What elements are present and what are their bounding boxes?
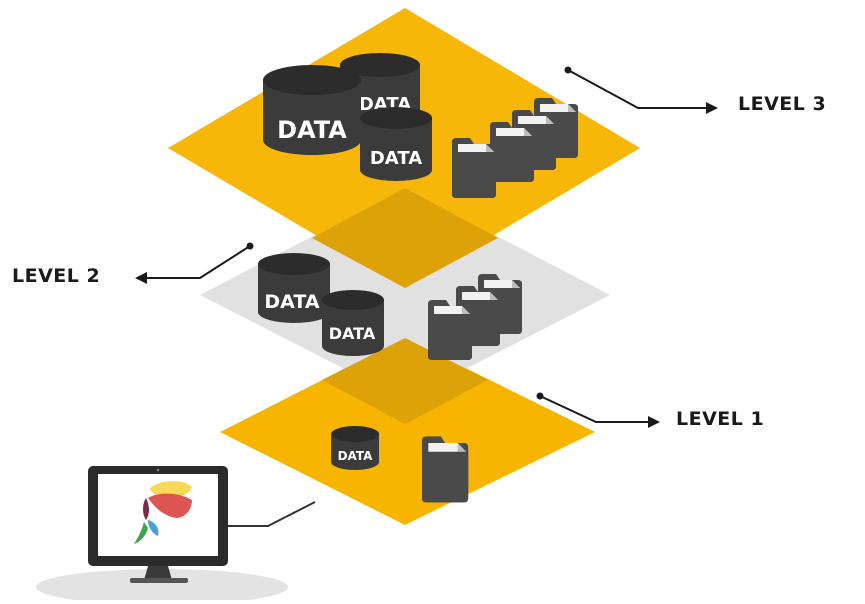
level-3-label: LEVEL 3 — [738, 93, 827, 115]
level-2-data-drum-small: DATA — [322, 290, 384, 356]
data-label: DATA — [277, 116, 347, 144]
level-2-data-drum-large: DATA — [258, 253, 330, 323]
level-3-data-drum-small: DATA — [360, 107, 432, 181]
level-1-label: LEVEL 1 — [676, 408, 765, 430]
overlap-2-3 — [312, 188, 498, 288]
data-label: DATA — [329, 324, 376, 343]
level-2-label: LEVEL 2 — [12, 265, 101, 287]
monitor-connector — [226, 501, 316, 527]
level-2-pointer — [135, 242, 254, 284]
data-label: DATA — [338, 449, 374, 463]
screen-logo — [134, 481, 192, 544]
level-1-folder — [422, 436, 469, 503]
level-1-data-drum: DATA — [331, 426, 379, 470]
layer-2-plane — [200, 188, 610, 400]
data-label: DATA — [370, 148, 422, 169]
level-3-pointer — [564, 66, 718, 114]
data-label: DATA — [264, 291, 319, 313]
layer-1-plane — [220, 338, 595, 525]
level-3-data-drum-large: DATA — [263, 65, 361, 155]
level-1-pointer — [536, 392, 660, 428]
monitor-icon — [36, 466, 288, 604]
